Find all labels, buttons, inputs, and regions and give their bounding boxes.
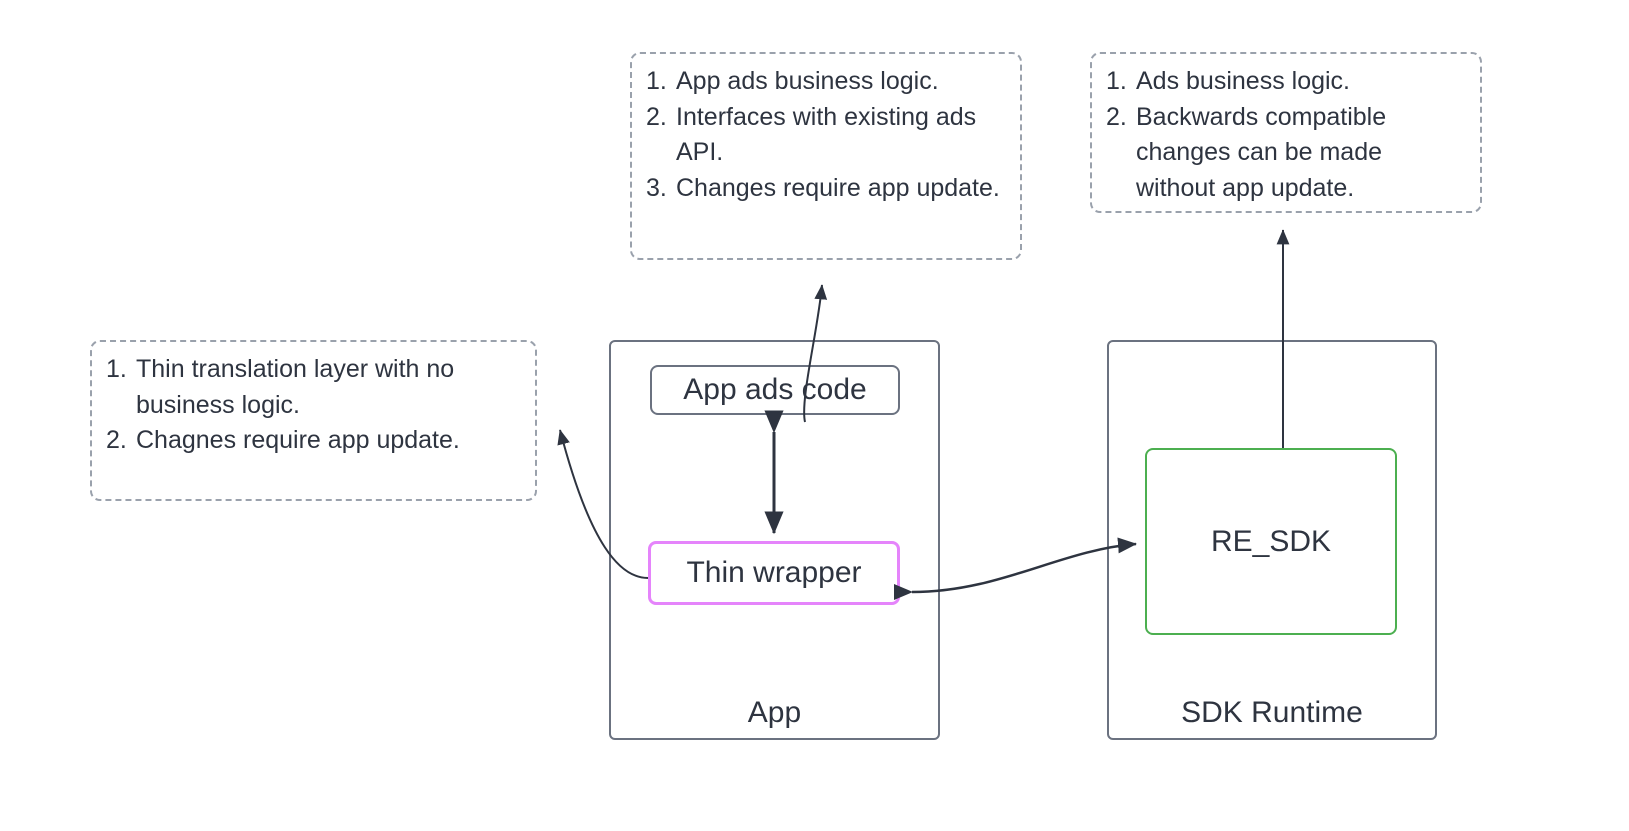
node-re-sdk[interactable]: RE_SDK (1145, 448, 1397, 635)
node-thin-wrapper-label: Thin wrapper (686, 556, 862, 589)
arrow-thin-wrapper-to-re-sdk (893, 537, 1137, 601)
callout-app-ads-code-list: App ads business logic. Interfaces with … (646, 64, 1006, 206)
callout-thin-wrapper-list: Thin translation layer with no business … (106, 352, 521, 459)
callout-re-sdk-list: Ads business logic. Backwards compatible… (1106, 64, 1466, 206)
node-app-ads-code[interactable]: App ads code (650, 365, 900, 415)
node-app-ads-code-label: App ads code (683, 373, 867, 406)
container-sdk-runtime-label: SDK Runtime (1181, 696, 1363, 729)
callout-app-ads-code: App ads business logic. Interfaces with … (630, 52, 1022, 260)
node-re-sdk-label: RE_SDK (1210, 524, 1332, 558)
callout-item: Interfaces with existing ads API. (646, 100, 977, 167)
callout-thin-wrapper: Thin translation layer with no business … (90, 340, 537, 501)
callout-item: Backwards compatible changes can be made… (1106, 100, 1387, 202)
node-thin-wrapper[interactable]: Thin wrapper (648, 541, 900, 605)
callout-item: Ads business logic. (1106, 64, 1351, 99)
callout-re-sdk: Ads business logic. Backwards compatible… (1090, 52, 1482, 213)
callout-item: Changes require app update. (646, 171, 1000, 206)
callout-item: App ads business logic. (646, 64, 939, 99)
container-app-label: App (747, 696, 802, 729)
callout-item: Thin translation layer with no business … (106, 352, 455, 419)
callout-item: Chagnes require app update. (106, 423, 460, 458)
